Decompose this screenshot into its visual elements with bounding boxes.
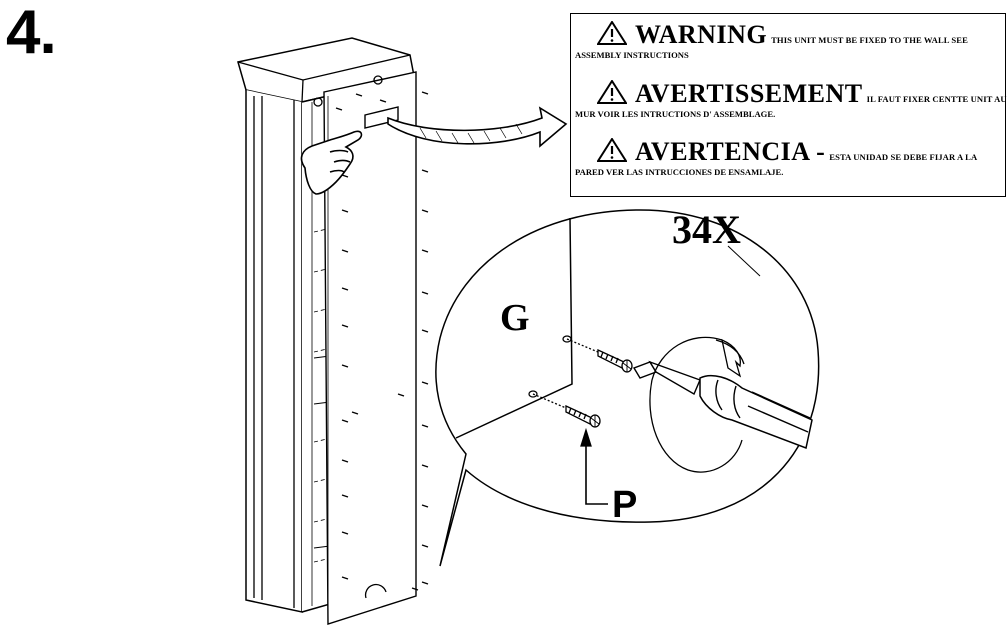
step-number: 4.: [6, 0, 57, 67]
warning-triangle-icon: [597, 21, 627, 45]
warning-panel: WARNING THIS UNIT MUST BE FIXED TO THE W…: [570, 13, 1007, 197]
warning-text-continued: ASSEMBLY INSTRUCTIONS: [575, 50, 689, 60]
curved-arrow-icon: [387, 106, 568, 148]
warning-text-continued: PARED VER LAS INTRUCCIONES DE ENSAMLAJE.: [575, 167, 784, 177]
screw-icon: [597, 348, 633, 373]
warning-es: AVERTENCIA - ESTA UNIDAD SE DEBE FIJAR A…: [571, 137, 1005, 177]
cabinet: [237, 37, 820, 625]
warning-text: ESTA UNIDAD SE DEBE FIJAR A LA: [829, 152, 978, 162]
pointing-hand-icon: [300, 130, 363, 195]
screw-quantity-label: 34X: [672, 207, 741, 252]
screw-part-label: P: [612, 484, 638, 526]
panel-label: G: [500, 297, 530, 339]
screwdriver-icon: [632, 360, 813, 450]
warning-heading: AVERTISSEMENT: [635, 79, 863, 108]
warning-fr: AVERTISSEMENT IL FAUT FIXER CENTTE UNIT …: [571, 79, 1007, 119]
screw-icon: [565, 404, 601, 428]
warning-heading: WARNING: [635, 20, 768, 49]
warning-text: IL FAUT FIXER CENTTE UNIT AU: [866, 94, 1007, 104]
warning-triangle-icon: [597, 138, 627, 162]
warning-en: WARNING THIS UNIT MUST BE FIXED TO THE W…: [571, 20, 1005, 60]
warning-heading: AVERTENCIA -: [635, 137, 826, 166]
rotation-arrow-icon: [649, 336, 745, 473]
warning-triangle-icon: [597, 80, 627, 104]
warning-text: THIS UNIT MUST BE FIXED TO THE WALL SEE: [771, 35, 968, 45]
detail-callout: [435, 209, 820, 567]
warning-text-continued: MUR VOIR LES INTRUCTIONS D' ASSEMBLAGE.: [575, 109, 776, 119]
